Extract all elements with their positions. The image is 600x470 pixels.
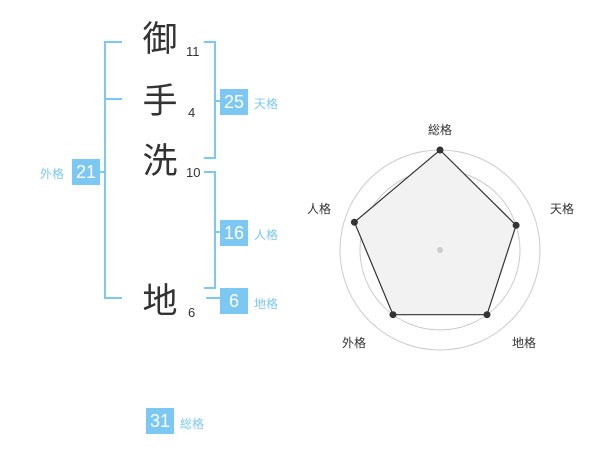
radar-label-gaikaku: 外格 [342,336,367,350]
radar-point-4 [389,311,397,319]
gaikaku-bracket-vertical [104,41,106,299]
tenkaku-bracket-top [204,41,216,43]
gaikaku-label: 外格 [40,167,65,181]
name-char-3: 洗 [142,142,178,182]
soukaku-label: 総格 [180,417,205,431]
tenkaku-badge: 25 [220,89,248,115]
radar-points [350,146,520,319]
jinkaku-bracket-bottom [204,287,216,289]
tenkaku-label: 天格 [254,97,279,111]
radar-label-tenkaku: 天格 [550,202,575,216]
chikaku-badge: 6 [220,288,248,314]
stroke-count-2: 4 [188,105,196,120]
name-char-1: 御 [142,20,178,60]
name-char-2: 手 [142,82,178,122]
tenkaku-bracket-bottom [204,157,216,159]
jinkaku-label: 人格 [254,228,279,242]
radar-point-5 [350,218,358,226]
gaikaku-badge: 21 [72,159,100,185]
radar-point-3 [483,311,491,319]
stroke-count-3: 10 [186,165,201,180]
jinkaku-badge: 16 [220,220,248,246]
radar-point-1 [436,146,444,154]
radar-label-jinkaku: 人格 [307,202,332,216]
radar-point-2 [512,221,520,229]
name-char-4: 地 [142,282,178,322]
gaikaku-bracket-mid [104,98,122,100]
radar-label-chikaku: 地格 [512,336,537,350]
jinkaku-bracket-top [204,171,216,173]
gaikaku-bracket-top [104,41,122,43]
stroke-count-1: 11 [186,44,200,59]
chikaku-bracket-connector [206,297,220,299]
radar-label-soukaku: 総格 [428,123,453,137]
radar-polygon [353,149,517,316]
gaikaku-bracket-bottom [104,297,122,299]
chikaku-label: 地格 [254,297,279,311]
radar-center-dot [437,247,443,253]
stroke-count-4: 6 [188,305,196,320]
tenkaku-bracket-connector [214,100,220,102]
jinkaku-bracket-vertical [214,171,216,289]
jinkaku-bracket-connector [214,231,220,233]
soukaku-badge: 31 [146,408,174,434]
gaikaku-bracket-connector [98,171,104,173]
